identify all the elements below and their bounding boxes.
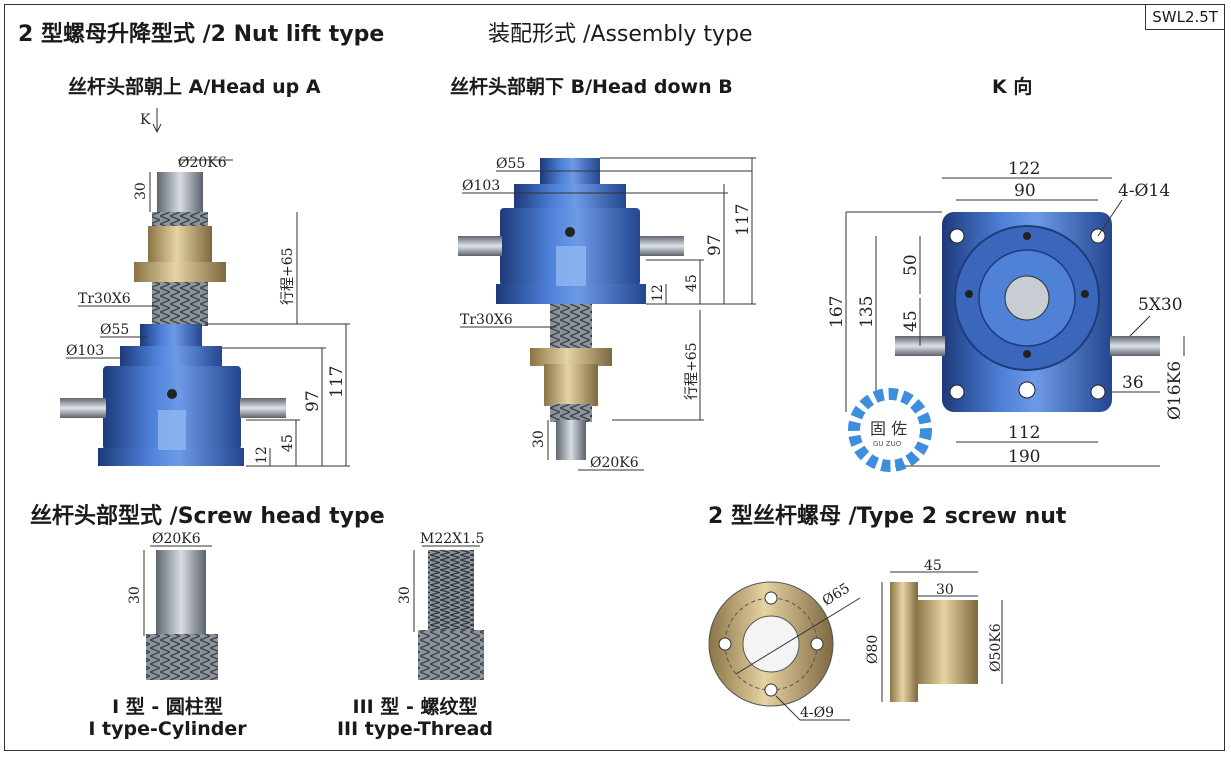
view-a-drawing: K Ø20K6 30 Tr30X6 行程+65 Ø55 Ø103 117 97 …	[60, 108, 350, 467]
input-shaft-right	[240, 398, 286, 418]
dim-k-45: 45	[901, 310, 921, 332]
nut-bore	[742, 615, 800, 673]
dim-cyl-len: 30	[127, 586, 143, 604]
dim-b-12: 12	[650, 284, 666, 302]
gearbox-body	[103, 366, 241, 450]
cylinder-thread	[146, 634, 218, 680]
cylinder-head-drawing: Ø20K6 30	[127, 531, 218, 680]
dim-nut-45: 45	[924, 558, 942, 574]
thread-label-en: III type-Thread	[336, 718, 494, 740]
b-input-shaft-right	[640, 236, 684, 256]
dim-thread-spec: M22X1.5	[420, 531, 484, 547]
cylinder-label-en: I type-Cylinder	[88, 718, 247, 740]
dim-a-12: 12	[254, 446, 270, 464]
model-code: SWL2.5T	[1145, 4, 1225, 30]
dim-b-dia103: Ø103	[462, 178, 500, 194]
b-input-shaft-left	[458, 236, 502, 256]
nut-side-view: 45 30 Ø80 Ø50K6	[865, 558, 1004, 702]
base-plate	[98, 448, 244, 466]
b-top-cover	[540, 158, 600, 186]
dim-k-key: 5X30	[1138, 295, 1183, 315]
thread-shaft	[428, 550, 474, 632]
dim-b-97: 97	[705, 234, 725, 256]
dim-b-shaft-len: 30	[531, 430, 547, 448]
dim-k-dia16: Ø16K6	[1165, 361, 1185, 420]
brand-logo: 固 佐 GU ZUO	[848, 388, 932, 472]
thread-caption: III 型 - 螺纹型 III type-Thread	[325, 696, 505, 740]
nut-title: 2 型丝杆螺母 /Type 2 screw nut	[708, 504, 1067, 529]
dim-a-45: 45	[280, 434, 296, 452]
view-a-title: 丝杆头部朝上 A/Head up A	[68, 76, 321, 98]
dim-k-135: 135	[857, 296, 877, 328]
input-shaft-left	[60, 398, 106, 418]
b-cover-flange	[514, 184, 626, 210]
drawing-frame	[4, 4, 1225, 751]
dim-a-117: 117	[327, 366, 347, 398]
dim-a-97: 97	[303, 390, 323, 412]
dim-k-holes: 4-Ø14	[1118, 181, 1170, 201]
b-nut-flange	[530, 348, 612, 366]
k-view-drawing: 122 90 4-Ø14 167 135 50 45 5X30 36 Ø16K6…	[827, 159, 1185, 467]
view-b-title: 丝杆头部朝下 B/Head down B	[450, 76, 733, 98]
logo-text: 固 佐	[870, 419, 907, 438]
cylinder-shaft	[156, 550, 206, 636]
cylinder-caption: I 型 - 圆柱型 I type-Cylinder	[80, 696, 255, 740]
dim-k-167: 167	[827, 296, 847, 328]
dim-cyl-dia: Ø20K6	[152, 531, 201, 547]
dim-nut-holes: 4-Ø9	[800, 705, 834, 721]
page-subtitle: 装配形式 /Assembly type	[488, 22, 753, 47]
dim-a-shaft-len: 30	[133, 182, 149, 200]
dim-k-122: 122	[1008, 159, 1040, 179]
b-thread-end	[550, 404, 592, 422]
cylinder-label-cn: I 型 - 圆柱型	[112, 696, 223, 718]
dim-nut-dia80: Ø80	[865, 635, 881, 664]
b-base-plate	[496, 284, 646, 304]
dim-b-45: 45	[684, 274, 700, 292]
nut-side-body	[916, 600, 978, 684]
dim-k-112: 112	[1008, 423, 1040, 443]
nut-front-view: Ø65 4-Ø9	[708, 580, 861, 721]
cover-flange	[120, 346, 222, 368]
dim-b-dia55: Ø55	[496, 156, 525, 172]
dim-b-stroke: 行程+65	[684, 342, 700, 400]
thread-label-cn: III 型 - 螺纹型	[352, 696, 478, 718]
view-b-drawing: Ø55 Ø103 117 97 45 12 Tr30X6 行程+65 30 Ø2…	[458, 156, 756, 471]
dim-b-117: 117	[733, 204, 753, 236]
b-lift-nut	[544, 364, 598, 406]
nut-side-flange	[890, 582, 918, 702]
screw-head-title: 丝杆头部型式 /Screw head type	[30, 504, 385, 529]
dim-k-190: 190	[1008, 447, 1040, 467]
top-cover	[140, 324, 202, 350]
b-shaft-end	[556, 420, 586, 460]
k-arrow-label: K	[140, 112, 151, 128]
dim-a-dia55: Ø55	[100, 322, 129, 338]
dim-b-thread: Tr30X6	[460, 312, 513, 328]
dim-b-shaft-dia: Ø20K6	[590, 455, 639, 471]
nut-flange	[134, 262, 226, 282]
thread-screw	[418, 630, 484, 680]
dim-a-dia103: Ø103	[66, 343, 104, 359]
screw-thread	[152, 282, 208, 326]
thread-head-drawing: M22X1.5 30	[397, 531, 484, 680]
lift-nut	[148, 226, 212, 264]
k-shaft-right	[1110, 336, 1160, 356]
dim-nut-30: 30	[936, 582, 954, 598]
dim-thread-len: 30	[397, 586, 413, 604]
dim-a-thread: Tr30X6	[78, 291, 131, 307]
view-k-title: K 向	[992, 76, 1033, 98]
page-title: 2 型螺母升降型式 /2 Nut lift type	[18, 22, 385, 47]
dim-nut-dia50: Ø50K6	[988, 623, 1004, 672]
b-screw-thread	[550, 304, 592, 352]
dim-k-36: 36	[1122, 373, 1144, 393]
dim-a-shaft-dia: Ø20K6	[178, 155, 227, 171]
logo-sub: GU ZUO	[873, 440, 902, 448]
dim-a-stroke: 行程+65	[280, 247, 296, 305]
dim-k-50: 50	[901, 254, 921, 276]
dim-k-90: 90	[1014, 181, 1036, 201]
